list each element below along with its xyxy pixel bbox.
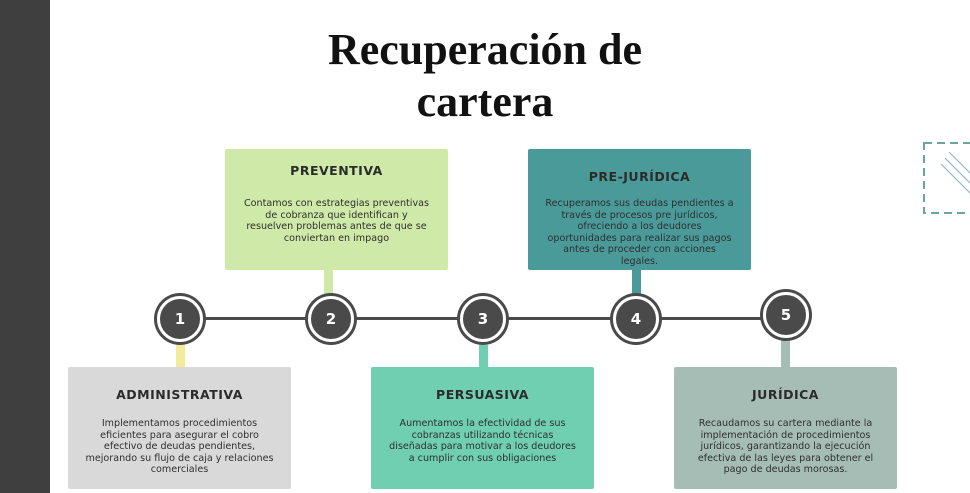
card-preventiva: PREVENTIVA Contamos con estrategias prev… (225, 149, 448, 270)
card-description: Aumentamos la efectividad de sus cobranz… (389, 418, 576, 464)
title-line-1: Recuperación de (327, 25, 643, 74)
card-prejuridica: PRE-JURÍDICA Recuperamos sus deudas pend… (528, 149, 751, 270)
connector-1 (176, 345, 185, 381)
card-description: Implementamos procedimientos eficientes … (85, 418, 274, 476)
card-description: Recaudamos su cartera mediante la implem… (697, 418, 874, 476)
card-juridica: JURÍDICA Recaudamos su cartera mediante … (674, 367, 897, 489)
card-description: Recuperamos sus deudas pendientes a trav… (545, 198, 734, 267)
title-line-2: cartera (416, 77, 554, 126)
connector-5 (781, 339, 790, 369)
connector-3 (479, 345, 488, 369)
step-node-4: 4 (613, 296, 659, 342)
card-title: JURÍDICA (752, 387, 819, 402)
left-sidebar (0, 0, 50, 493)
card-title: PRE-JURÍDICA (588, 169, 691, 184)
step-node-1: 1 (157, 296, 203, 342)
page-title: Recuperación de cartera (235, 24, 735, 128)
card-title: PERSUASIVA (436, 387, 529, 402)
step-node-5: 5 (763, 292, 809, 338)
step-node-3: 3 (460, 296, 506, 342)
card-administrativa: ADMINISTRATIVA Implementamos procedimien… (68, 367, 291, 489)
step-node-2: 2 (308, 296, 354, 342)
card-persuasiva: PERSUASIVA Aumentamos la efectividad de … (371, 367, 594, 489)
card-title: PREVENTIVA (290, 163, 383, 178)
card-title: ADMINISTRATIVA (116, 387, 243, 402)
card-description: Contamos con estrategias preventivas de … (243, 198, 430, 244)
connector-2 (324, 268, 333, 294)
decorative-corner-icon (923, 142, 970, 214)
connector-4 (632, 268, 641, 294)
